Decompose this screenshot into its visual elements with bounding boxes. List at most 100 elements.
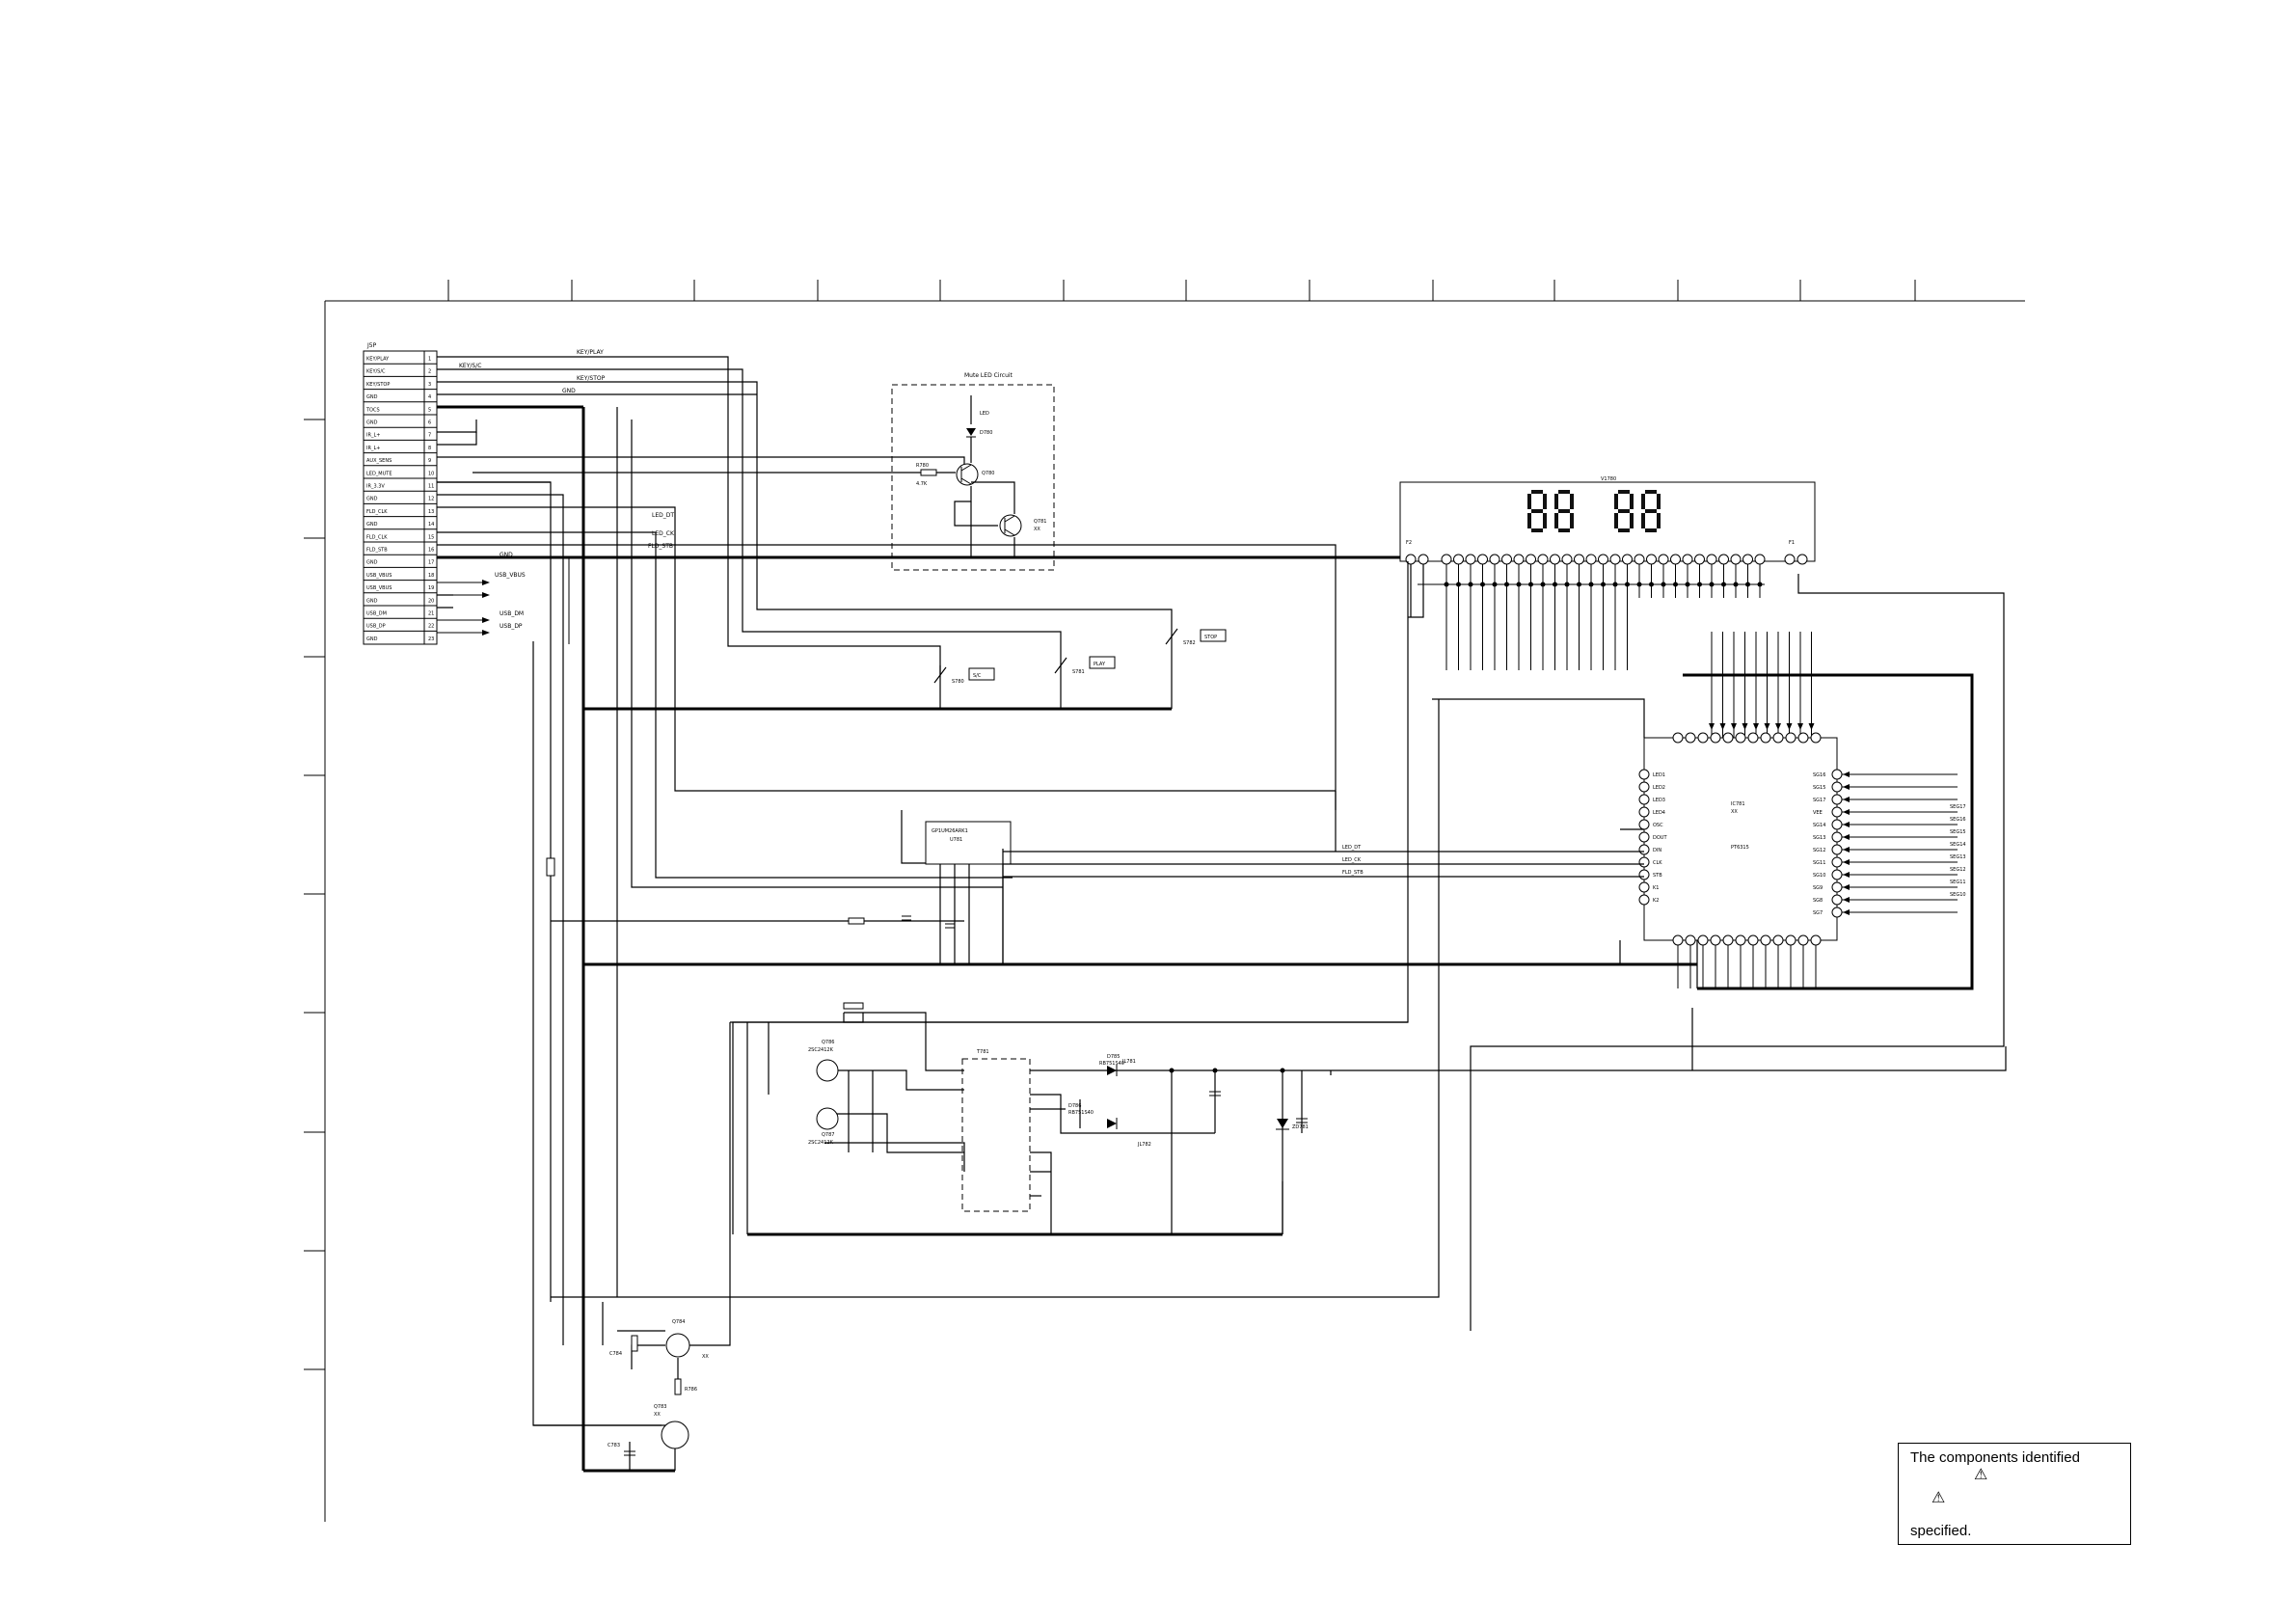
connector-pin-number: 16	[428, 548, 434, 554]
ic-pin-right-label: SG17	[1813, 798, 1825, 803]
ic-pin-top	[1785, 732, 1796, 744]
mute-q2: Q781	[1034, 519, 1046, 525]
power-d1: D785	[1107, 1054, 1120, 1060]
bottom-q1-val: XX	[702, 1354, 709, 1360]
connector-pin-name: LED_MUTE	[366, 471, 392, 476]
vfd-segment	[1641, 494, 1645, 509]
ic-right-arrow	[1843, 884, 1850, 890]
vfd-segment	[1531, 528, 1543, 532]
ic-right-net-label: SEG11	[1950, 880, 1966, 885]
ic-part: PT6315	[1731, 845, 1749, 851]
ic-pin-left	[1638, 769, 1650, 780]
power-q-osc1-part: 2SC2412K	[808, 1047, 834, 1053]
ic-pin-right	[1831, 831, 1843, 843]
connector-pin-name: GND	[366, 394, 378, 400]
grid-arrow	[1719, 723, 1726, 730]
connector-pin-number: 23	[428, 636, 434, 642]
ic-pin-bottom	[1760, 934, 1771, 946]
vfd-pin	[1598, 554, 1608, 565]
vfd-pin-left: F2	[1406, 540, 1412, 546]
ic-pin-bottom	[1797, 934, 1809, 946]
ic-pin-right-label: SG11	[1813, 860, 1825, 866]
ic-pin-left-label: OSC	[1653, 823, 1663, 828]
net-fld-stb: FLD_STB	[648, 543, 673, 550]
switch-contact	[1054, 657, 1067, 674]
mute-r-ref: R780	[916, 463, 929, 469]
connector-pin-name: FLD_STB	[366, 548, 388, 554]
vfd-pin	[1513, 554, 1525, 565]
connector-pin-number: 18	[428, 573, 434, 579]
vfd-segment	[1543, 494, 1547, 509]
vfd-pin	[1453, 554, 1464, 565]
vfd-pin	[1706, 554, 1717, 565]
ic-pin-right-label: SG13	[1813, 835, 1825, 841]
ic-right-net-label: SEG16	[1950, 817, 1966, 823]
note-line1: The components identified	[1910, 1449, 2080, 1466]
connector-pin-name: KEY/PLAY	[366, 357, 390, 363]
power-converter: T781 Q786 2SC2412K Q787 2SC2412K	[729, 1002, 2007, 1236]
net-key-play: KEY/PLAY	[577, 349, 604, 356]
connector-pin-number: 11	[428, 484, 434, 490]
connector-pin-name: KEY/STOP	[366, 382, 390, 388]
vfd-pin	[1658, 554, 1669, 565]
switch-ref: S780	[952, 679, 964, 685]
vfd-pin	[1537, 554, 1549, 565]
switch-ref: S781	[1072, 669, 1085, 675]
ic-pin-left	[1638, 794, 1650, 805]
ic-pin-left	[1638, 894, 1650, 906]
vfd-pin	[1682, 554, 1693, 565]
ic-pin-left	[1638, 844, 1650, 855]
vfd-segment	[1531, 509, 1543, 513]
switch-contact	[933, 666, 947, 684]
vfd-pin	[1609, 554, 1621, 565]
vfd-pin	[1694, 554, 1705, 565]
connector-pin-number: 21	[428, 611, 434, 617]
connector-pin-name: TOCS	[365, 407, 380, 413]
ic-pin-right-label: SG15	[1813, 785, 1825, 791]
ic-right-arrow	[1843, 797, 1850, 802]
vfd-pin	[1730, 554, 1742, 565]
vfd-segment	[1618, 528, 1630, 532]
connector-pin-name: FLD_CLK	[366, 534, 388, 540]
power-jl1: JL781	[1121, 1059, 1136, 1065]
vfd-pin	[1634, 554, 1645, 565]
ic-pin-top	[1747, 732, 1759, 744]
connector-pin-number: 2	[428, 369, 431, 375]
ic-net-ck: LED_CK	[1342, 857, 1362, 863]
vfd-segment	[1558, 528, 1570, 532]
ic-pin-right-label: SG12	[1813, 848, 1825, 853]
vfd-pin-right: F1	[1789, 540, 1795, 546]
ic-pin-left	[1638, 869, 1650, 880]
switch-label-box	[968, 667, 995, 681]
ic-pin-left-label: LED3	[1653, 798, 1665, 803]
ic-pin-right	[1831, 781, 1843, 793]
connector-pin-name: GND	[366, 598, 378, 604]
grid-arrow	[1709, 723, 1715, 730]
ic-pin-bottom	[1772, 934, 1784, 946]
ic-right-net-label: SEG15	[1950, 829, 1966, 835]
vfd-segment	[1558, 490, 1570, 494]
ic-pin-right	[1831, 819, 1843, 830]
ic-pin-left-label: K1	[1653, 885, 1659, 891]
ic-pin-left-label: DOUT	[1653, 835, 1667, 841]
ic-pin-left-label: CLK	[1653, 860, 1662, 866]
vfd-segment	[1570, 513, 1574, 528]
connector-pin-name: GND	[366, 560, 378, 566]
vfd-pin	[1622, 554, 1633, 565]
ic-val: XX	[1731, 809, 1738, 815]
vfd-pin	[1718, 554, 1729, 565]
connector-pin-number: 20	[428, 598, 434, 604]
ic-pin-top	[1697, 732, 1709, 744]
safety-note: The components identified ⚠ ⚠ specified.	[1898, 1443, 2131, 1545]
connector-pin-number: 5	[428, 407, 431, 413]
ic-pin-left	[1638, 806, 1650, 818]
vfd-segment	[1630, 494, 1634, 509]
ic-pin-bottom	[1710, 934, 1721, 946]
connector-pin-number: 1	[428, 357, 431, 363]
connector-ref: J5P	[366, 342, 377, 349]
switch-label-box	[1200, 629, 1227, 642]
switch-ref: S782	[1183, 640, 1196, 646]
vfd-segment	[1630, 513, 1634, 528]
connector-pin-number: 10	[428, 471, 434, 476]
